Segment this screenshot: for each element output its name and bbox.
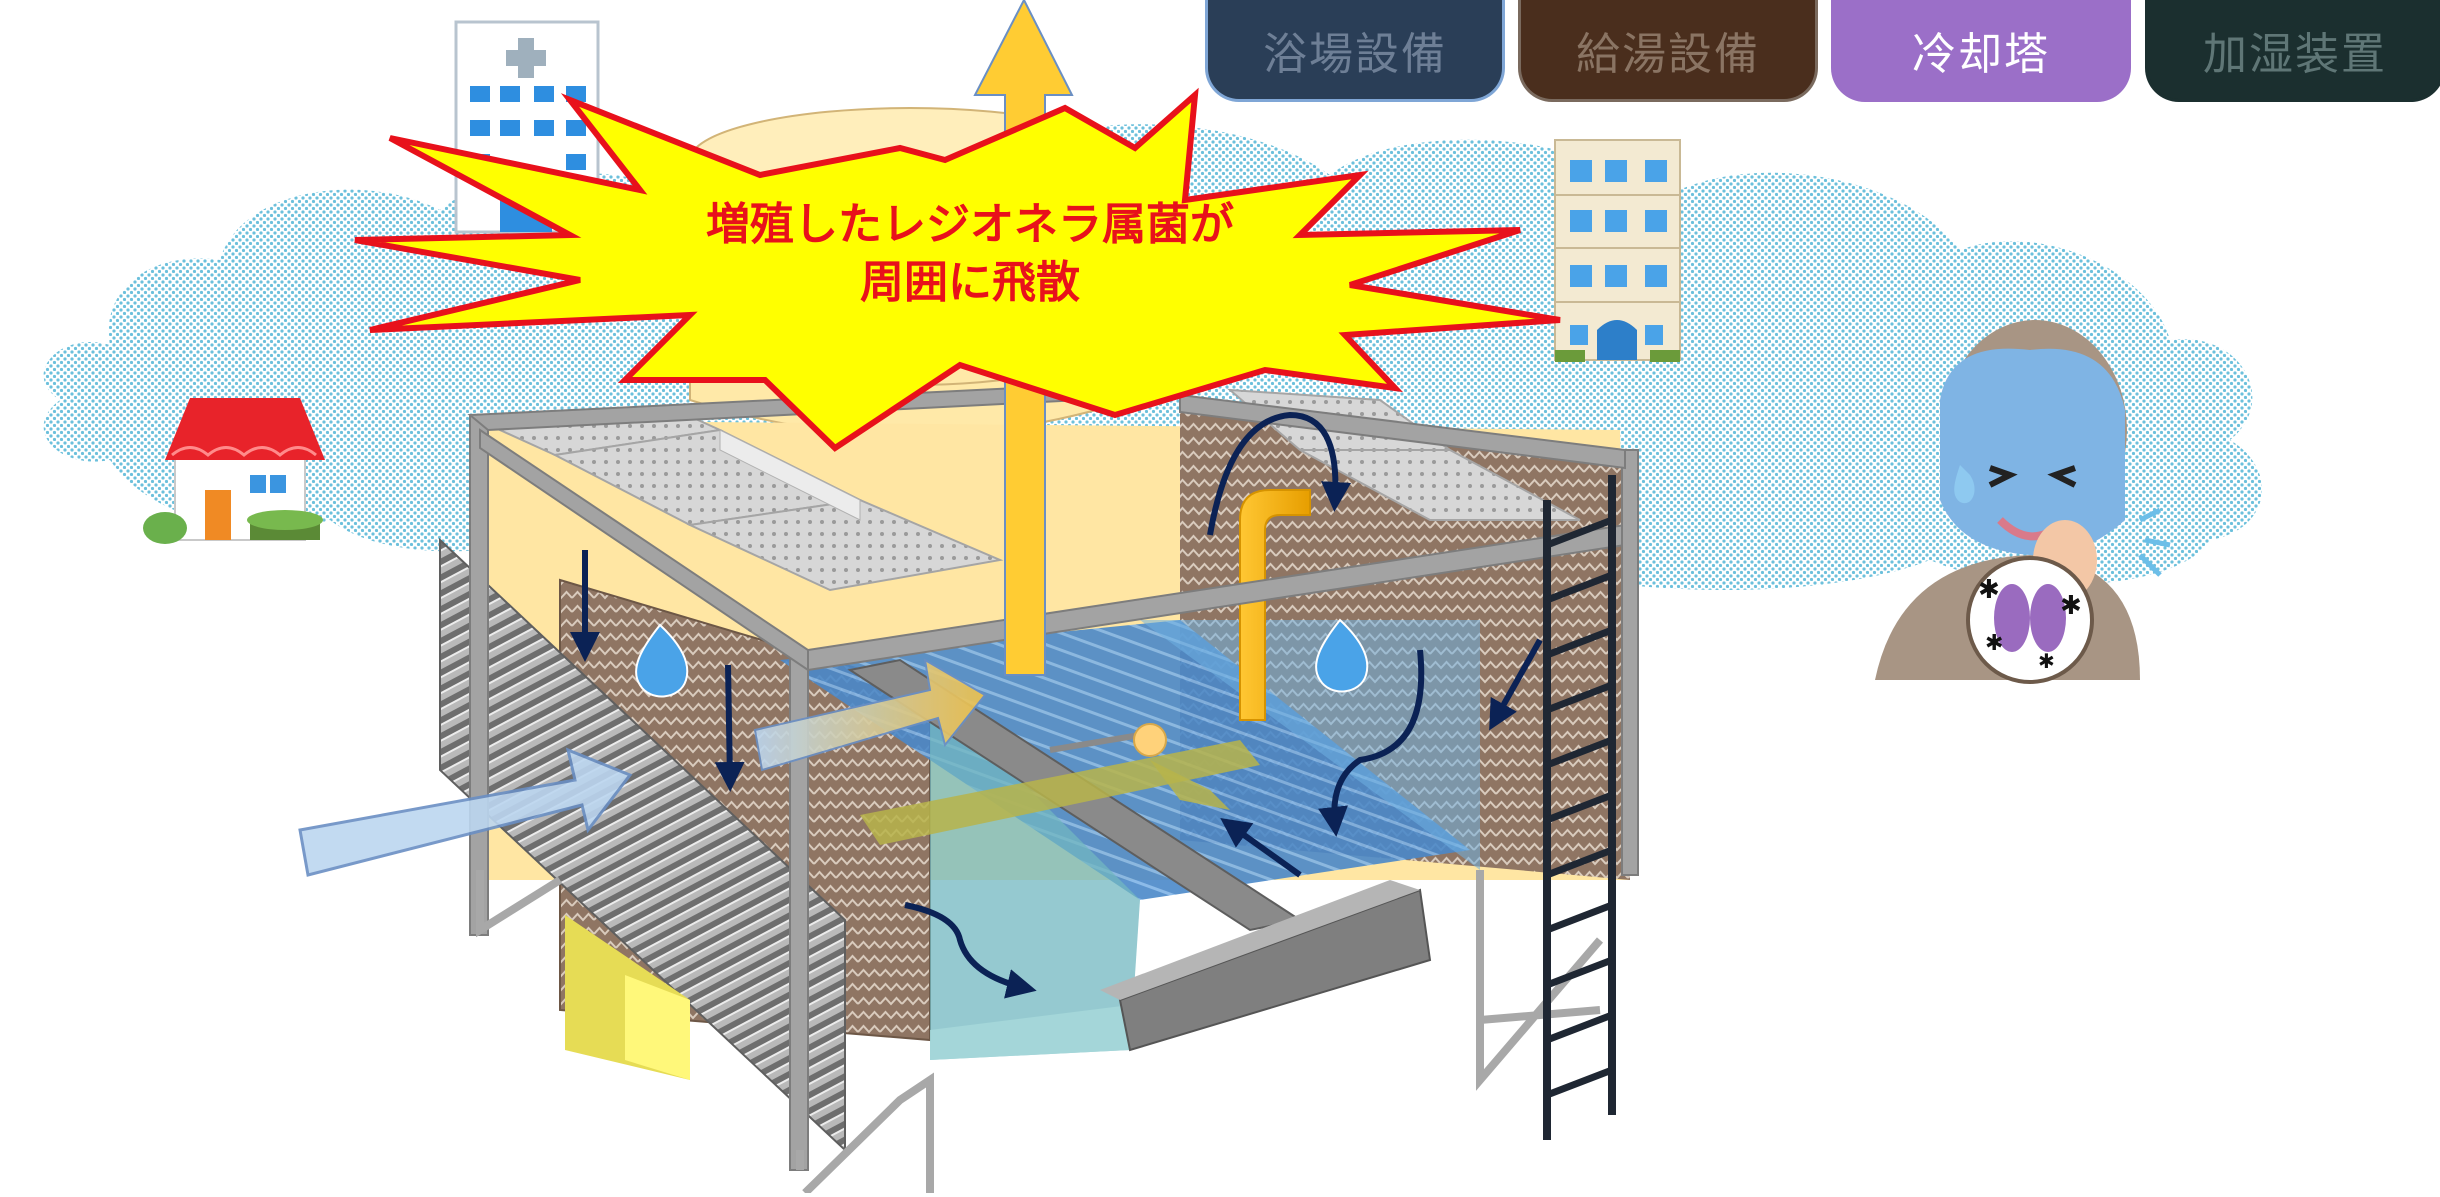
warning-line-2: 周囲に飛散 xyxy=(860,257,1080,308)
water-flow-arrows xyxy=(570,411,1543,999)
tab-humidifier[interactable]: 加湿装置 xyxy=(2145,0,2440,102)
apartment-icon xyxy=(1554,139,1681,362)
svg-text:✱: ✱ xyxy=(2060,591,2082,621)
legs xyxy=(476,870,1604,1196)
water-drop-icon xyxy=(1315,618,1369,693)
warning-burst xyxy=(354,87,1561,452)
air-inlet-arrow xyxy=(298,747,633,877)
water-drop-icon xyxy=(635,623,689,698)
sick-person-icon: ✱ ✱ ✱ ✱ xyxy=(1875,320,2171,684)
warning-message: 増殖したレジオネラ属菌が 周囲に飛散 xyxy=(560,196,1380,312)
warning-line-1: 増殖したレジオネラ属菌が xyxy=(706,199,1234,250)
svg-text:✱: ✱ xyxy=(1978,575,2000,605)
tab-bath-facility[interactable]: 浴場設備 xyxy=(1205,0,1505,102)
house-icon xyxy=(143,398,325,544)
top-deck xyxy=(496,388,1581,592)
tab-hot-water-supply[interactable]: 給湯設備 xyxy=(1518,0,1818,102)
ladder xyxy=(1543,475,1616,1140)
svg-text:✱: ✱ xyxy=(1985,631,2003,656)
tab-cooling-tower[interactable]: 冷却塔 xyxy=(1831,0,2131,102)
float-valve xyxy=(1049,723,1167,757)
hot-water-pipe xyxy=(1239,489,1311,721)
svg-text:✱: ✱ xyxy=(2038,649,2055,673)
air-through-arrow xyxy=(753,658,987,772)
collection-trough xyxy=(1118,888,1432,1052)
